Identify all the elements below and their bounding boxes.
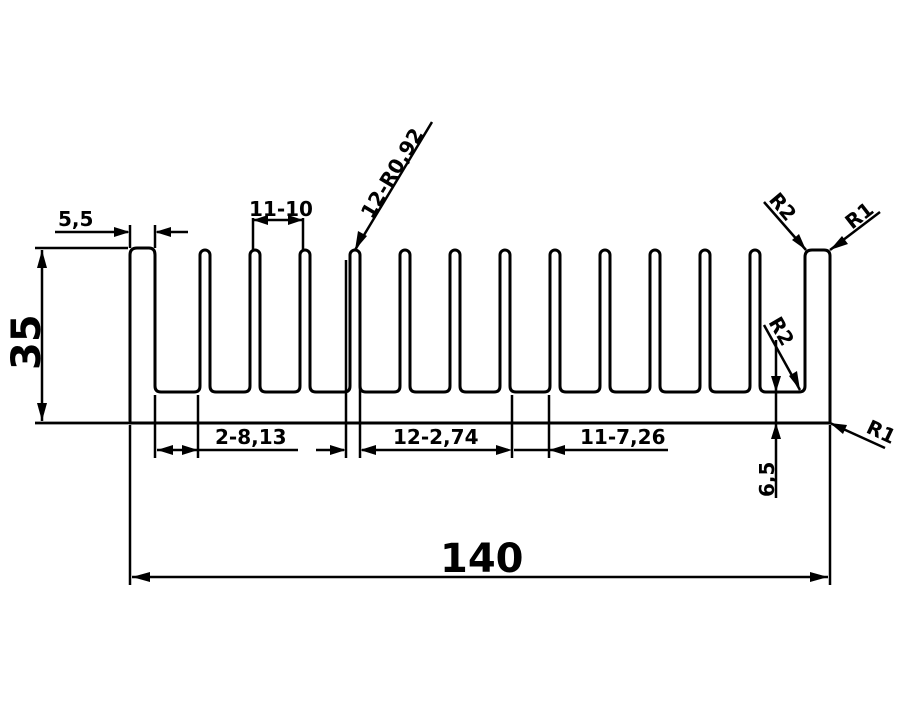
radius-bottom: R1 (863, 415, 900, 449)
wall-label: 5,5 (58, 207, 93, 231)
dimension-height: 35 (4, 246, 128, 425)
dimension-total-width: 140 (128, 425, 832, 585)
fin-width-label: 12-2,74 (393, 425, 478, 449)
dimension-wall: 5,5 (55, 207, 188, 248)
edge-gap-label: 2-8,13 (215, 425, 287, 449)
tip-radius-label: 12-R0,92 (356, 124, 429, 223)
dimension-bottom: 2-8,13 12-2,74 11-7,26 (153, 260, 668, 458)
gap-width-label: 11-7,26 (580, 425, 665, 449)
dimension-base: 6,5 (755, 340, 781, 498)
height-label: 35 (4, 314, 50, 370)
base-thickness-label: 6,5 (755, 462, 779, 497)
leader-tip-radius: 12-R0,92 (353, 121, 434, 251)
pitch-label: 11-10 (249, 197, 313, 221)
total-width-label: 140 (440, 536, 524, 582)
radius-callouts: R2 R1 R2 R1 (762, 188, 900, 450)
radius-top-inner: R2 (764, 188, 801, 226)
radius-top-outer: R1 (840, 197, 878, 234)
dimension-pitch: 11-10 (249, 197, 313, 250)
heatsink-profile (128, 246, 832, 425)
radius-root: R2 (764, 313, 799, 350)
